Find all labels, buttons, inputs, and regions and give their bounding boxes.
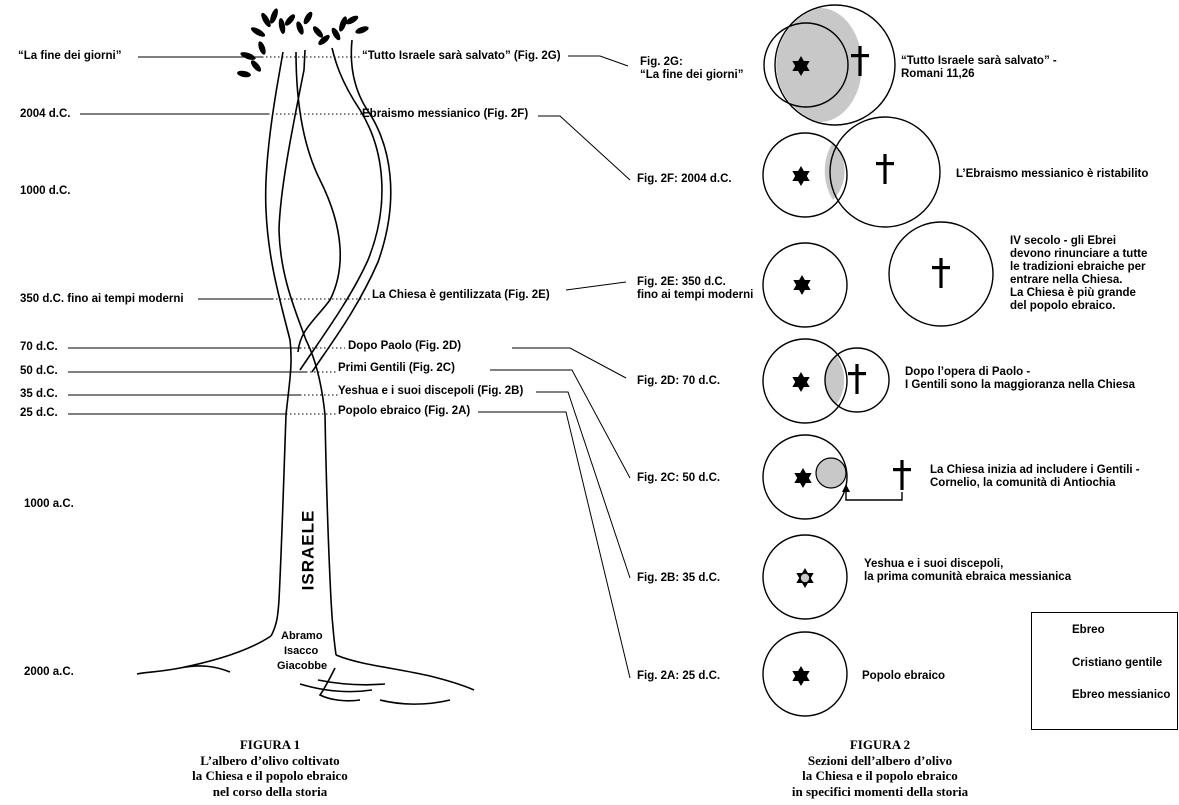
fig-label-2F: Fig. 2F: 2004 d.C. <box>637 173 732 186</box>
time-label-2004: 2004 d.C. <box>20 108 71 121</box>
section-2A <box>763 632 847 716</box>
root-label-abramo: Abramo <box>281 630 323 643</box>
tree-branch-b <box>279 50 325 415</box>
description-line: devono rinunciare a tutte <box>1010 248 1147 261</box>
fig-label-2E: Fig. 2E: 350 d.C. fino ai tempi moderni <box>637 276 753 302</box>
time-label-50: 50 d.C. <box>20 365 58 378</box>
description-line: Yeshua e i suoi discepoli, <box>864 558 1071 571</box>
connector-lines <box>478 56 630 678</box>
tree-trunk-left <box>271 415 286 636</box>
time-label-2000ac: 2000 a.C. <box>24 666 74 679</box>
time-dotted-lines <box>262 57 370 414</box>
figure1-caption-line: FIGURA 1 <box>150 737 390 753</box>
figure2-caption-line: la Chiesa e il popolo ebraico <box>760 768 1000 784</box>
figure2-caption-line: FIGURA 2 <box>760 737 1000 753</box>
legend-item-cristiano: Cristiano gentile <box>1072 657 1162 669</box>
time-label-25: 25 d.C. <box>20 407 58 420</box>
section-2B <box>763 535 847 619</box>
time-label-350: 350 d.C. fino ai tempi moderni <box>20 293 184 306</box>
figure2-caption-line: Sezioni dell’albero d’olivo <box>760 753 1000 769</box>
description-line: del popolo ebraico. <box>1010 300 1147 313</box>
stage-label-2C: Primi Gentili (Fig. 2C) <box>338 362 455 375</box>
figure1-caption-line: L’albero d’olivo coltivato <box>150 753 390 769</box>
fig-label-line: fino ai tempi moderni <box>637 289 753 302</box>
time-label-70: 70 d.C. <box>20 341 58 354</box>
description-line: La Chiesa inizia ad includere i Gentili … <box>930 464 1140 477</box>
fig-label-2A: Fig. 2A: 25 d.C. <box>637 670 720 683</box>
description-line: Romani 11,26 <box>901 68 1057 81</box>
description-2B: Yeshua e i suoi discepoli, la prima comu… <box>864 558 1071 584</box>
fig-label-2D: Fig. 2D: 70 d.C. <box>637 375 720 388</box>
description-line: entrare nella Chiesa. <box>1010 274 1147 287</box>
time-label-1000dc: 1000 d.C. <box>20 185 71 198</box>
trunk-label: ISRAELE <box>298 510 318 591</box>
description-line: Dopo l’opera di Paolo - <box>905 366 1135 379</box>
description-2G: “Tutto Israele sarà salvato” - Romani 11… <box>901 55 1057 81</box>
stage-label-2F: Ebraismo messianico (Fig. 2F) <box>362 108 528 121</box>
section-2D <box>763 339 889 423</box>
fig-label-2C: Fig. 2C: 50 d.C. <box>637 472 720 485</box>
figure2-caption: FIGURA 2 Sezioni dell’albero d’olivo la … <box>760 737 1000 799</box>
description-2F: L’Ebraismo messianico è ristabilito <box>956 168 1148 181</box>
figure1-caption-line: la Chiesa e il popolo ebraico <box>150 768 390 784</box>
tree-branch-d <box>312 40 391 372</box>
section-2G <box>764 5 895 125</box>
tree-trunk-right <box>325 415 336 655</box>
description-2E: IV secolo - gli Ebrei devono rinunciare … <box>1010 235 1147 313</box>
section-2C <box>763 435 911 519</box>
root-label-giacobbe: Giacobbe <box>277 660 327 673</box>
stage-label-2B: Yeshua e i suoi discepoli (Fig. 2B) <box>338 385 523 398</box>
time-leader-lines <box>68 57 306 414</box>
description-line: le tradizioni ebraiche per <box>1010 261 1147 274</box>
section-2F <box>763 117 940 227</box>
legend: Ebreo Cristiano gentile Ebreo messianico <box>1031 612 1178 730</box>
tree-leaves <box>237 7 370 78</box>
fig-label-2G: Fig. 2G: “La fine dei giorni” <box>640 56 744 82</box>
fig-label-2B: Fig. 2B: 35 d.C. <box>637 572 720 585</box>
legend-item-ebreo: Ebreo <box>1072 624 1105 636</box>
time-label-1000ac: 1000 a.C. <box>24 498 74 511</box>
description-line: la prima comunità ebraica messianica <box>864 571 1071 584</box>
fig-label-line: Fig. 2E: 350 d.C. <box>637 276 753 289</box>
fig-label-line: “La fine dei giorni” <box>640 69 744 82</box>
description-line: Cornelio, la comunità di Antiochia <box>930 477 1140 490</box>
stage-label-2G: “Tutto Israele sarà salvato” (Fig. 2G) <box>362 50 561 63</box>
description-2D: Dopo l’opera di Paolo - I Gentili sono l… <box>905 366 1135 392</box>
description-line: “Tutto Israele sarà salvato” - <box>901 55 1057 68</box>
figure2-caption-line: in specifici momenti della storia <box>760 784 1000 800</box>
stage-label-2E: La Chiesa è gentilizzata (Fig. 2E) <box>372 289 550 302</box>
legend-item-messianico: Ebreo messianico <box>1072 689 1170 701</box>
description-line: La Chiesa è più grande <box>1010 287 1147 300</box>
section-2E <box>763 222 993 327</box>
time-label-fine: “La fine dei giorni” <box>18 50 122 63</box>
time-label-35: 35 d.C. <box>20 388 58 401</box>
fig-label-line: Fig. 2G: <box>640 56 744 69</box>
description-2A: Popolo ebraico <box>862 670 945 683</box>
root-label-isacco: Isacco <box>284 645 318 658</box>
figure1-caption: FIGURA 1 L’albero d’olivo coltivato la C… <box>150 737 390 799</box>
figure1-caption-line: nel corso della storia <box>150 784 390 800</box>
description-line: I Gentili sono la maggioranza nella Chie… <box>905 379 1135 392</box>
stage-label-2D: Dopo Paolo (Fig. 2D) <box>348 340 461 353</box>
description-2C: La Chiesa inizia ad includere i Gentili … <box>930 464 1140 490</box>
tree-branch-e <box>296 52 340 352</box>
description-line: IV secolo - gli Ebrei <box>1010 235 1147 248</box>
stage-label-2A: Popolo ebraico (Fig. 2A) <box>338 405 470 418</box>
